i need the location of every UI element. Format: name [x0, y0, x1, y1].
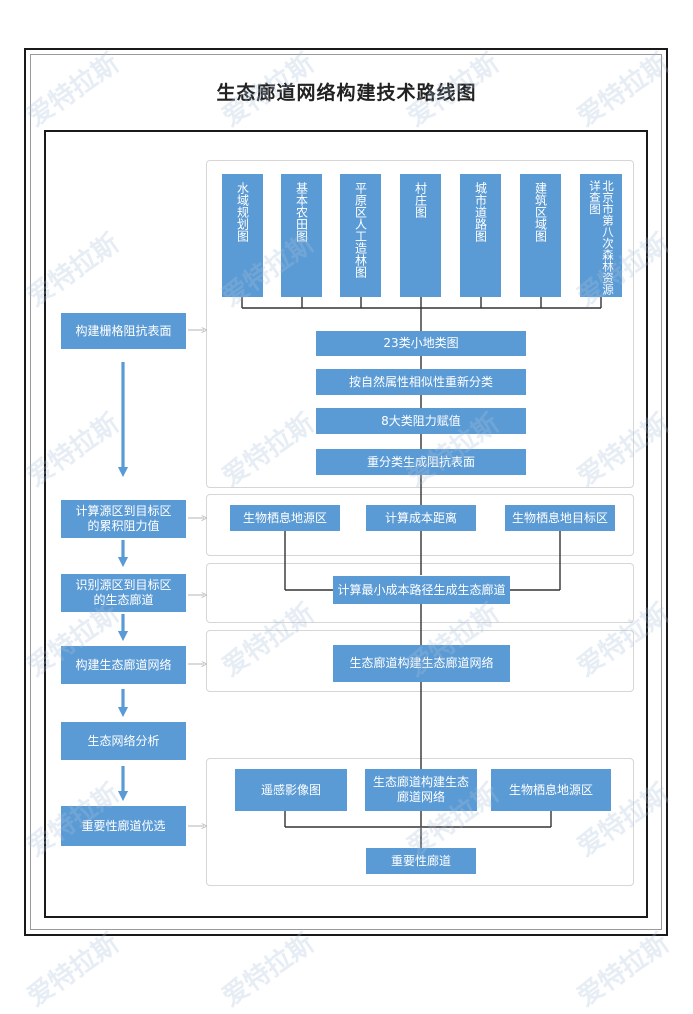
- step-identify-corridors: 识别源区到目标区 的生态廊道: [61, 574, 186, 612]
- input-map-forest-survey: 北京市第八次森林资源详查图: [580, 174, 622, 297]
- input-map-farmland: 基本农田图: [281, 174, 322, 297]
- important-corridor: 重要性廊道: [366, 848, 476, 874]
- remote-sensing-image: 遥感影像图: [235, 769, 347, 811]
- process-reclassify: 按自然属性相似性重新分类: [316, 369, 526, 395]
- habitat-target: 生物栖息地目标区: [505, 505, 615, 531]
- process-23-classes: 23类小地类图: [316, 331, 526, 356]
- content-frame: [44, 130, 648, 918]
- habitat-source-input: 生物栖息地源区: [491, 769, 611, 811]
- step-important-corridor-selection: 重要性廊道优选: [61, 806, 186, 846]
- process-generate-surface: 重分类生成阻抗表面: [316, 449, 526, 475]
- inner-frame: [30, 54, 662, 930]
- input-map-village: 村庄图: [400, 174, 441, 297]
- input-map-roads: 城市道路图: [460, 174, 501, 297]
- corridor-network-input: 生态廊道构建生态 廊道网络: [365, 769, 477, 811]
- step-cumulative-resistance: 计算源区到目标区 的累积阻力值: [61, 500, 186, 538]
- step-build-network: 构建生态廊道网络: [61, 646, 186, 684]
- outer-frame: [24, 48, 668, 936]
- input-map-buildings: 建筑区域图: [520, 174, 561, 297]
- input-map-afforestation: 平原区人工造林图: [340, 174, 381, 297]
- diagram-title: 生态廊道网络构建技术路线图: [216, 82, 477, 104]
- input-map-water: 水域规划图: [222, 174, 263, 297]
- habitat-source: 生物栖息地源区: [230, 505, 340, 531]
- cost-distance: 计算成本距离: [366, 505, 476, 531]
- step-network-analysis: 生态网络分析: [61, 722, 186, 760]
- least-cost-corridor: 计算最小成本路径生成生态廊道: [333, 576, 510, 604]
- process-resistance-values: 8大类阻力赋值: [316, 408, 526, 434]
- corridor-network: 生态廊道构建生态廊道网络: [333, 645, 510, 682]
- step-build-resistance-surface: 构建栅格阻抗表面: [61, 313, 186, 349]
